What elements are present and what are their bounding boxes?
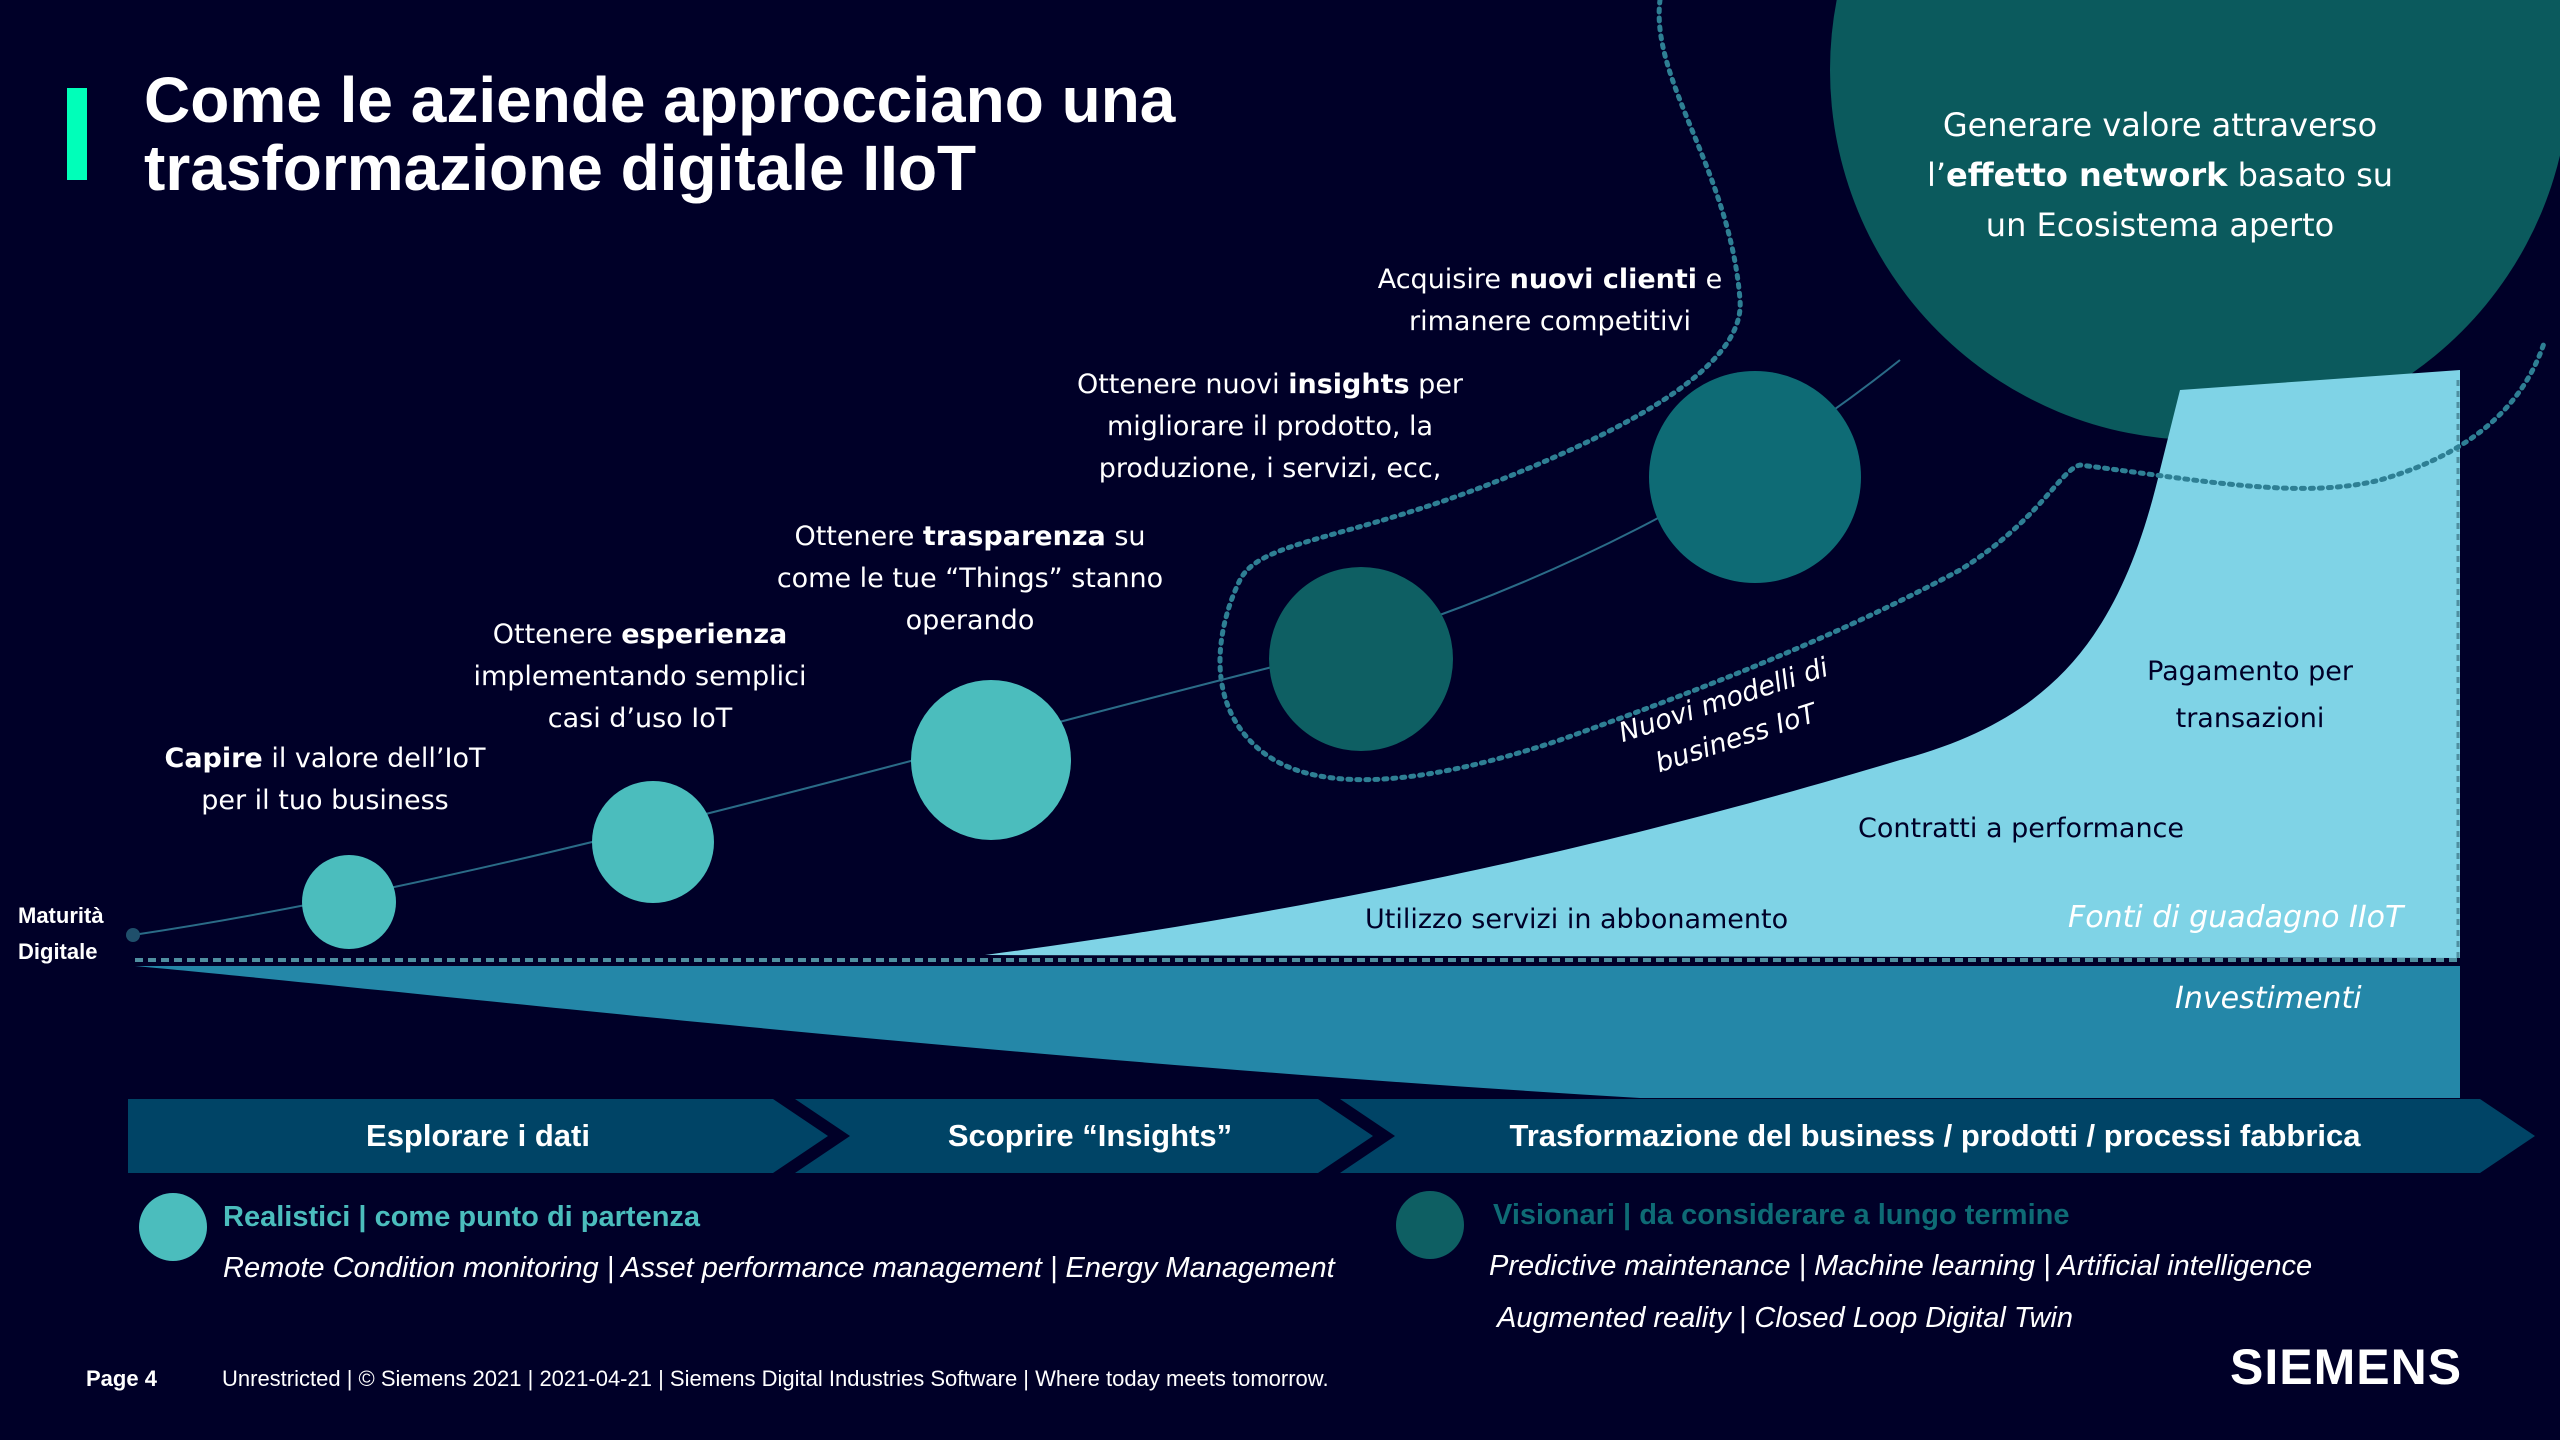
legend-visionary-title: Visionari | da considerare a lungo termi… <box>1493 1199 2070 1231</box>
step-circle-4 <box>1269 567 1453 751</box>
ecosystem-line-3: un Ecosistema aperto <box>1985 206 2335 244</box>
step-3-bold: trasparenza <box>922 521 1106 552</box>
investment-area <box>135 966 2460 1098</box>
step-circle-5 <box>1649 371 1861 583</box>
step-3-post: su <box>1105 521 1146 552</box>
step-caption-5: Acquisire nuovi clienti e rimanere compe… <box>1340 259 1760 343</box>
step-5-pre: Acquisire <box>1377 264 1510 295</box>
phase-label-3: Trasformazione del business / prodotti /… <box>1509 1118 2361 1153</box>
legend-realistic-dot <box>139 1193 207 1261</box>
step-4-pre: Ottenere nuovi <box>1076 369 1289 400</box>
legend-visionary-dot <box>1396 1191 1464 1259</box>
step-3-line-3: operando <box>905 605 1035 636</box>
step-2-line-2: implementando semplici <box>473 661 807 692</box>
step-2-bold: esperienza <box>621 619 788 650</box>
revenue-subscription: Utilizzo servizi in abbonamento <box>1365 904 1789 935</box>
step-3-line-1: Ottenere trasparenza su <box>750 516 1190 558</box>
ecosystem-line-1: Generare valore attraverso <box>1942 106 2378 144</box>
step-1-line-2: per il tuo business <box>201 785 449 816</box>
step-3-line-2: come le tue “Things” stanno <box>776 563 1164 594</box>
step-2-line-1: Ottenere esperienza <box>450 614 830 656</box>
step-4-line-3: produzione, i servizi, ecc, <box>1098 453 1442 484</box>
title-accent-bar <box>67 88 87 180</box>
legend-realistic-examples: Remote Condition monitoring | Asset perf… <box>223 1252 1335 1284</box>
step-circle-1 <box>302 855 396 949</box>
step-caption-4: Ottenere nuovi insights per migliorare i… <box>1060 364 1480 490</box>
step-1-line-1: Capire il valore dell’IoT <box>150 738 500 780</box>
investments-label: Investimenti <box>2175 981 2362 1016</box>
ecosystem-line-2-post: basato su <box>2227 156 2394 194</box>
phase-label-2: Scoprire “Insights” <box>947 1118 1233 1153</box>
step-4-bold: insights <box>1288 369 1410 400</box>
legend-visionary-examples-2: Augmented reality | Closed Loop Digital … <box>1497 1302 2074 1334</box>
step-4-line-1: Ottenere nuovi insights per <box>1060 364 1480 406</box>
step-4-post: per <box>1409 369 1464 400</box>
new-models-dotted-outline <box>1217 0 2548 783</box>
step-2-pre: Ottenere <box>492 619 622 650</box>
axis-label-maturity: Maturità Digitale <box>18 903 104 964</box>
step-caption-3: Ottenere trasparenza su come le tue “Thi… <box>750 516 1190 642</box>
step-1-rest: il valore dell’IoT <box>262 743 486 774</box>
phase-arrow-3 <box>1340 1099 2535 1173</box>
ecosystem-line-2-bold: effetto network <box>1946 156 2228 194</box>
step-5-line-2: rimanere competitivi <box>1409 306 1691 337</box>
revenue-transactions: Pagamento per transazioni <box>2147 656 2353 734</box>
step-circle-2 <box>592 781 714 903</box>
step-5-post: e <box>1697 264 1723 295</box>
step-2-line-3: casi d’uso IoT <box>547 703 733 734</box>
ecosystem-line-2-pre: l’ <box>1926 156 1946 194</box>
step-4-line-2: migliorare il prodotto, la <box>1106 411 1434 442</box>
ecosystem-text: Generare valore attraverso l’effetto net… <box>1830 100 2490 250</box>
ecosystem-circle <box>1830 0 2560 440</box>
phase-label-1: Esplorare i dati <box>366 1118 590 1153</box>
ecosystem-line-2: l’effetto network basato su <box>1830 150 2490 200</box>
revenue-area <box>985 370 2460 958</box>
step-5-line-1: Acquisire nuovi clienti e <box>1340 259 1760 301</box>
page-title: Come le aziende approcciano una trasform… <box>144 64 1176 204</box>
phase-arrow-1 <box>128 1099 828 1173</box>
siemens-logo: SIEMENS <box>2230 1339 2463 1395</box>
step-caption-2: Ottenere esperienza implementando sempli… <box>450 614 830 740</box>
step-1-bold: Capire <box>164 743 263 774</box>
curve-origin-dot <box>126 928 140 942</box>
footer-page-number: Page 4 <box>86 1366 157 1391</box>
step-circle-3 <box>911 680 1071 840</box>
step-3-pre: Ottenere <box>794 521 923 552</box>
legend-realistic-title: Realistici | come punto di partenza <box>223 1201 701 1233</box>
step-caption-1: Capire il valore dell’IoT per il tuo bus… <box>150 738 500 822</box>
revenue-performance: Contratti a performance <box>1858 813 2185 844</box>
step-5-bold: nuovi clienti <box>1509 264 1698 295</box>
revenue-label: Fonti di guadagno IIoT <box>2068 900 2404 935</box>
footer-text: Unrestricted | © Siemens 2021 | 2021-04-… <box>222 1366 1329 1391</box>
legend-visionary-examples-1: Predictive maintenance | Machine learnin… <box>1489 1250 2313 1282</box>
phase-arrow-2 <box>795 1099 1373 1173</box>
